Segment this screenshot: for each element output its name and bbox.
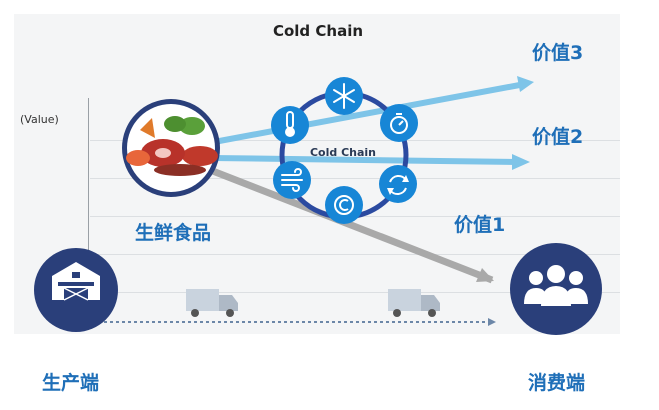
truck-icon (186, 289, 238, 317)
cold-chain-center-label: Cold Chain (309, 146, 377, 159)
gridline (90, 178, 620, 179)
stopwatch-icon (380, 104, 418, 142)
value2-arrow (211, 154, 530, 170)
wind-icon (273, 161, 311, 199)
thermometer-icon (271, 106, 309, 144)
gridline (90, 292, 620, 293)
consumer-label: 消费端 (528, 372, 586, 394)
value3-arrow (213, 76, 534, 145)
value1-label: 价值1 (454, 214, 506, 236)
value3-label: 价值3 (532, 42, 584, 64)
producer-label: 生产端 (42, 372, 100, 394)
snowflake-icon (325, 77, 363, 115)
y-axis (88, 98, 89, 330)
diagram-title: Cold Chain (272, 22, 364, 40)
copyright-icon (325, 186, 363, 224)
people-icon (510, 243, 602, 335)
y-axis-label: (Value) (20, 113, 59, 126)
gridline (90, 140, 620, 141)
value2-label: 价值2 (532, 126, 584, 148)
value1-arrow (203, 164, 494, 284)
recycle-icon (379, 165, 417, 203)
gridline (90, 254, 620, 255)
barn-icon (34, 248, 118, 332)
supply-path-arrowhead (488, 318, 496, 326)
food-icon (122, 99, 220, 197)
fresh-food-label: 生鲜食品 (135, 222, 212, 244)
truck-icon (388, 289, 440, 317)
